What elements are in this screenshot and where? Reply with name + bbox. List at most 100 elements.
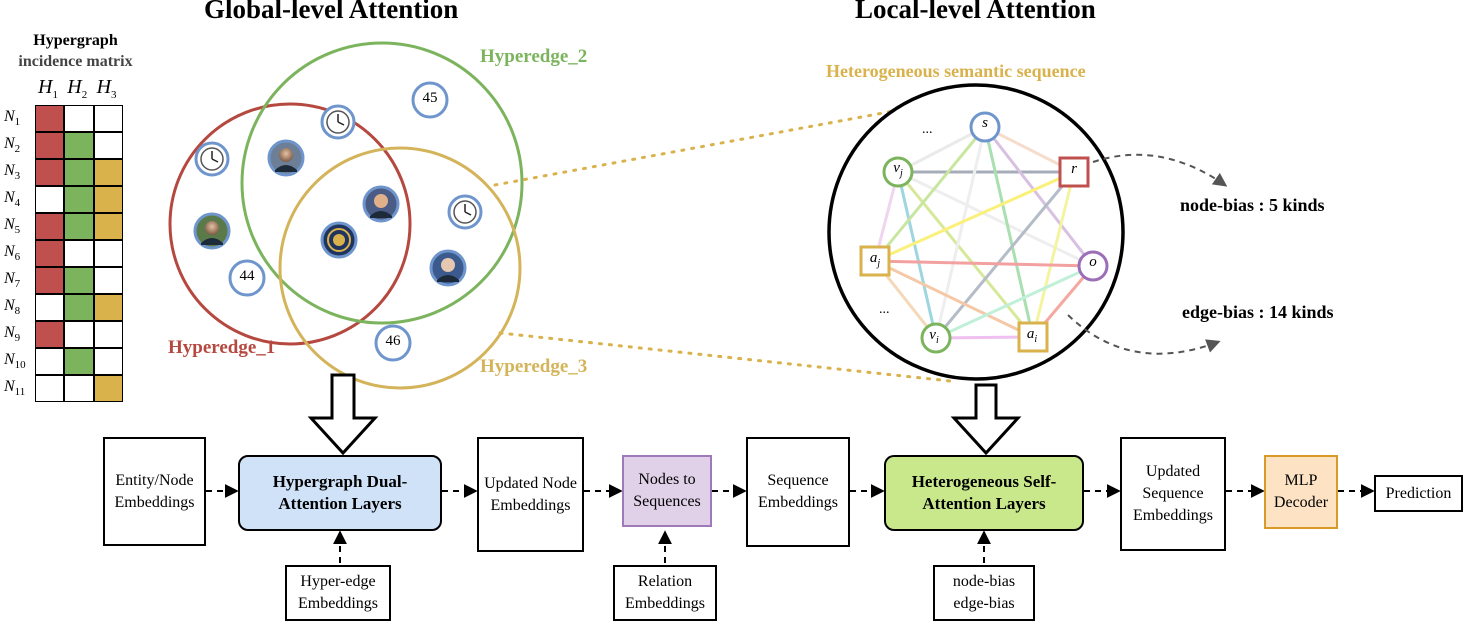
matrix-cell (93, 375, 123, 402)
matrix-cell (93, 186, 123, 213)
matrix-row-label: N4 (4, 189, 21, 210)
graph-node-aj (859, 245, 891, 277)
node-o-label: o (1089, 254, 1097, 270)
matrix-cell (35, 348, 65, 375)
hyper-edge-embeddings-box: Hyper-edge Embeddings (285, 565, 391, 621)
graph-edge-vi-ai (935, 335, 1034, 340)
matrix-cell (93, 267, 123, 294)
node-ai-label: ai (1026, 326, 1038, 345)
graph-edge-vj-vi (896, 171, 938, 339)
graph-node-vi (920, 322, 952, 354)
graph-node-vj (882, 156, 914, 188)
matrix-cell (35, 240, 65, 267)
matrix-row-label: N6 (4, 243, 21, 264)
relation-embeddings-box: Relation Embeddings (613, 565, 717, 621)
clock-icon (194, 141, 230, 177)
hyperedge-3-circle (278, 146, 522, 390)
graph-node-r (1058, 156, 1090, 188)
matrix-cell (93, 105, 123, 132)
matrix-col-header: H1 (38, 76, 58, 101)
graph-edge-vj-ai (896, 171, 1035, 338)
matrix-row-label: N2 (4, 135, 21, 156)
number-node-44 (228, 259, 266, 297)
node-vi-label: vi (929, 327, 939, 346)
matrix-cell (93, 321, 123, 348)
projection-line-top (493, 106, 912, 187)
heterogeneous-self-attention-box: Heterogeneous Self-Attention Layers (884, 455, 1084, 531)
ellipsis-top: ... (922, 122, 933, 137)
nodes-to-sequences-box: Nodes to Sequences (622, 455, 712, 527)
matrix-cell (64, 105, 94, 132)
matrix-cell (93, 132, 123, 159)
matrix-row-label: N3 (4, 162, 21, 183)
matrix-cell (35, 267, 65, 294)
pipeline-arrows (206, 484, 1375, 563)
graph-node-o (1077, 250, 1109, 282)
node-s-label: s (982, 115, 988, 131)
graph-edge-vj-o (897, 170, 1094, 268)
hyperedge-3-label: Hyperedge_3 (480, 356, 588, 377)
matrix-cell (93, 294, 123, 321)
hyperedge-2-circle (240, 41, 524, 325)
prediction-box: Prediction (1374, 475, 1463, 512)
node-vj-label: vj (893, 160, 903, 179)
graph-edge-s-vi (934, 126, 987, 339)
number-label-45: 45 (422, 90, 438, 106)
matrix-cell (64, 267, 94, 294)
graph-edge-aj-ai (874, 259, 1034, 339)
matrix-row-label: N7 (4, 270, 21, 291)
clock-icon (447, 194, 483, 230)
hyperedge-1-circle (168, 102, 412, 346)
hypergraph-dual-attention-box: Hypergraph Dual-Attention Layers (238, 455, 442, 531)
matrix-title-line2: incidence matrix (18, 53, 133, 70)
node-bias-arrow (1092, 153, 1228, 187)
graph-edge-r-vi (934, 171, 1076, 339)
seal-icon (320, 221, 358, 259)
matrix-cell (64, 213, 94, 240)
graph-edge-s-aj (873, 126, 987, 262)
matrix-cell (64, 294, 94, 321)
local-attention-title: Local-level Attention (855, 0, 1096, 24)
matrix-row-label: N1 (4, 108, 21, 129)
hyperedge-1-label: Hyperedge_1 (168, 337, 276, 358)
bias-input-edge-label: edge-bias (953, 595, 1015, 612)
matrix-cell (64, 240, 94, 267)
number-node-46 (374, 324, 412, 362)
matrix-cell (93, 348, 123, 375)
graph-edge-r-aj (874, 170, 1075, 263)
matrix-title: Hypergraph incidence matrix (3, 30, 148, 72)
edge-bias-label: edge-bias : 14 kinds (1182, 302, 1334, 322)
node-r-label: r (1071, 161, 1077, 177)
sequence-embeddings-box: Sequence Embeddings (746, 437, 850, 547)
matrix-cell (35, 105, 65, 132)
node-aj-label: aj (869, 250, 881, 269)
person-portrait-icon (193, 212, 231, 250)
incidence-matrix (35, 105, 123, 402)
person-portrait-icon (362, 185, 400, 223)
graph-edge-s-o (983, 126, 1095, 267)
matrix-cell (35, 294, 65, 321)
matrix-title-line1: Hypergraph (33, 32, 118, 49)
matrix-cell (64, 159, 94, 186)
bias-input-node-label: node-bias (952, 573, 1016, 590)
matrix-cell (35, 321, 65, 348)
person-portrait-icon (267, 139, 305, 177)
updated-sequence-embeddings-box: Updated Sequence Embeddings (1120, 437, 1226, 551)
matrix-cell (93, 159, 123, 186)
global-attention-title: Global-level Attention (204, 0, 459, 24)
ellipsis-bottom: ... (879, 302, 890, 317)
matrix-col-header: H3 (96, 76, 117, 101)
mlp-decoder-box: MLP Decoder (1264, 455, 1338, 529)
bias-input-box: node-bias edge-bias (933, 565, 1035, 621)
matrix-row-label: N11 (4, 378, 26, 399)
entity-node-embeddings-box: Entity/Node Embeddings (103, 437, 206, 546)
graph-node-s (969, 111, 1001, 143)
matrix-cell (64, 375, 94, 402)
number-label-44: 44 (239, 268, 255, 284)
graph-edge-r-ai (1031, 171, 1076, 338)
graph-edge-vj-s (897, 125, 986, 174)
graph-edge-s-ai (983, 126, 1035, 338)
matrix-row-label: N8 (4, 297, 21, 318)
